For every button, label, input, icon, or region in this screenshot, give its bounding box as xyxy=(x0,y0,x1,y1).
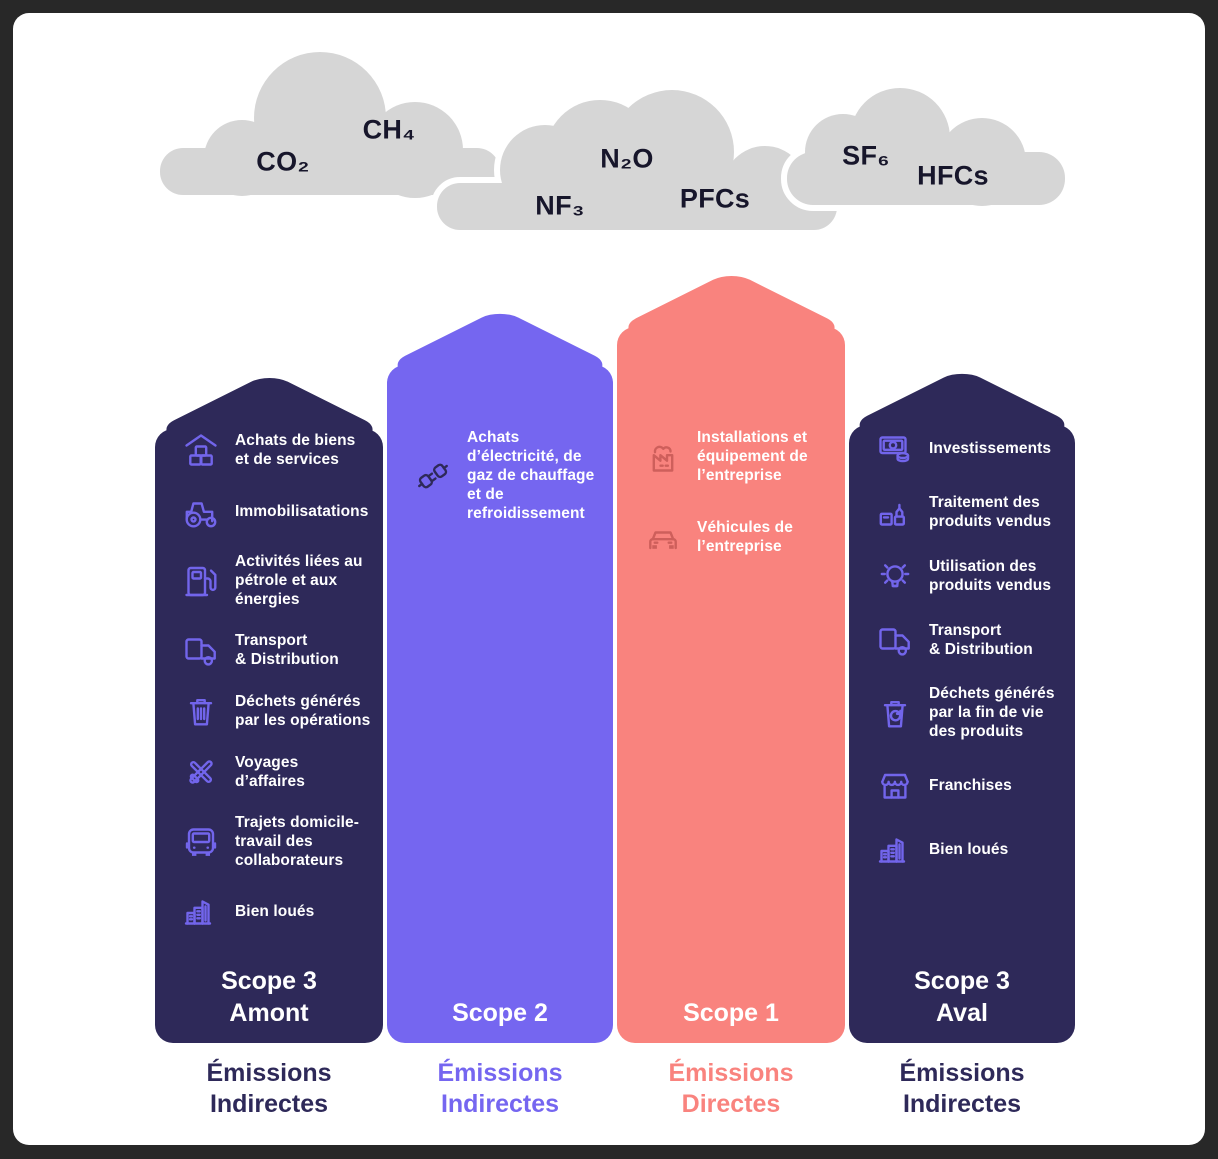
list-item: Véhicules de l’entreprise xyxy=(642,517,835,557)
column-items: Achats de biens et de services Immobilis… xyxy=(180,430,373,952)
scope-title: Scope 2 xyxy=(452,999,548,1027)
item-label: Trajets domicile- travail des collaborat… xyxy=(235,814,360,869)
item-label: Achats d’électricité, de gaz de chauffag… xyxy=(467,429,595,522)
list-item: Bien loués xyxy=(874,829,1065,869)
item-label: Transport & Distribution xyxy=(929,622,1033,658)
item-label: Bien loués xyxy=(929,840,1009,858)
scope-title: Scope 3 Aval xyxy=(914,967,1010,1027)
item-label: Véhicules de l’entreprise xyxy=(697,519,793,555)
buildings-icon xyxy=(874,829,916,869)
list-item: Déchets générés par les opérations xyxy=(180,691,373,731)
column-body xyxy=(387,365,613,1043)
gas-label-nf3: NF₃ xyxy=(535,190,585,221)
fuel-pump-icon xyxy=(180,561,222,601)
list-item: Utilisation des produits vendus xyxy=(874,556,1065,596)
list-item: Investissements xyxy=(874,428,1065,468)
gas-label-n2o: N₂O xyxy=(600,143,654,174)
list-item: Immobilisatations xyxy=(180,491,373,531)
column-items: Installations et équipement de l’entrepr… xyxy=(642,428,835,589)
scope-title: Scope 1 xyxy=(683,999,779,1027)
emission-type-label: Émissions Indirectes xyxy=(899,1059,1025,1118)
bus-icon xyxy=(180,822,222,862)
warehouse-icon xyxy=(180,430,222,470)
factory-icon xyxy=(642,437,684,477)
item-label: Traitement des produits vendus xyxy=(929,494,1052,530)
item-label: Activités liées au pétrole et aux énergi… xyxy=(235,553,363,608)
storefront-icon xyxy=(874,765,916,805)
list-item: Trajets domicile- travail des collaborat… xyxy=(180,813,373,870)
item-label: Bien loués xyxy=(235,902,315,920)
money-icon xyxy=(874,428,916,468)
list-item: Activités liées au pétrole et aux énergi… xyxy=(180,552,373,609)
list-item: Franchises xyxy=(874,765,1065,805)
emission-type-label: Émissions Indirectes xyxy=(437,1059,563,1118)
gas-label-pfcs: PFCs xyxy=(679,183,751,214)
column-body xyxy=(617,327,845,1043)
list-item: Transport & Distribution xyxy=(874,620,1065,660)
list-item: Déchets générés par la fin de vie des pr… xyxy=(874,684,1065,741)
airplane-icon xyxy=(180,752,222,792)
sold-products-icon xyxy=(874,492,916,532)
trash-icon xyxy=(180,691,222,731)
column-scope-3-amont: Achats de biens et de services Immobilis… xyxy=(155,372,383,1043)
column-scope-2: Achats d’électricité, de gaz de chauffag… xyxy=(386,308,614,1043)
gas-label-hfcs: HFCs xyxy=(917,160,989,191)
item-label: Déchets générés par les opérations xyxy=(235,693,371,729)
gas-label-sf6: SF₆ xyxy=(842,140,890,171)
column-body xyxy=(155,429,383,1043)
gas-label-co2: CO₂ xyxy=(256,146,310,177)
item-label: Immobilisatations xyxy=(235,502,369,520)
column-items: Investissements Traitement des produits … xyxy=(874,428,1065,893)
truck-icon xyxy=(180,630,222,670)
column-body xyxy=(849,425,1075,1043)
item-label: Franchises xyxy=(929,776,1012,794)
truck-icon xyxy=(874,620,916,660)
item-label: Déchets générés par la fin de vie des pr… xyxy=(929,685,1055,740)
item-label: Installations et équipement de l’entrepr… xyxy=(697,429,808,484)
list-item: Bien loués xyxy=(180,891,373,931)
plug-icon xyxy=(412,456,454,496)
list-item: Traitement des produits vendus xyxy=(874,492,1065,532)
list-item: Voyages d’affaires xyxy=(180,752,373,792)
emission-type-label: Émissions Directes xyxy=(668,1059,794,1118)
column-scope-3-aval: Investissements Traitement des produits … xyxy=(848,368,1076,1043)
scope-title: Scope 3 Amont xyxy=(221,967,317,1027)
car-icon xyxy=(642,517,684,557)
list-item: Transport & Distribution xyxy=(180,630,373,670)
item-label: Achats de biens et de services xyxy=(235,432,356,468)
item-label: Investissements xyxy=(929,439,1052,457)
list-item: Achats de biens et de services xyxy=(180,430,373,470)
column-scope-1: Installations et équipement de l’entrepr… xyxy=(617,270,845,1043)
gas-label-ch4: CH₄ xyxy=(362,114,416,145)
item-label: Utilisation des produits vendus xyxy=(929,558,1052,594)
column-items: Achats d’électricité, de gaz de chauffag… xyxy=(412,428,603,544)
list-item: Achats d’électricité, de gaz de chauffag… xyxy=(412,428,603,523)
trash-recycle-icon xyxy=(874,693,916,733)
list-item: Installations et équipement de l’entrepr… xyxy=(642,428,835,485)
item-label: Voyages d’affaires xyxy=(235,754,305,790)
lightbulb-icon xyxy=(874,556,916,596)
item-label: Transport & Distribution xyxy=(235,632,339,668)
tractor-icon xyxy=(180,491,222,531)
emission-type-label: Émissions Indirectes xyxy=(206,1059,332,1118)
buildings-icon xyxy=(180,891,222,931)
